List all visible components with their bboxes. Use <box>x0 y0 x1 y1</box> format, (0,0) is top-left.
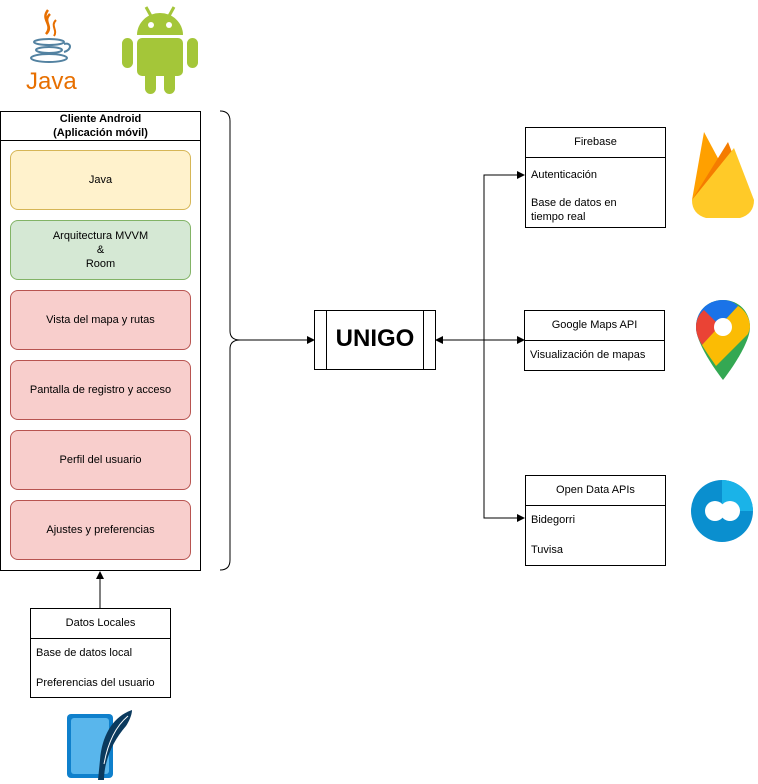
open-data-item: Bidegorri <box>531 514 576 526</box>
java-logo-icon: Java <box>24 6 78 96</box>
open-data-item: Tuvisa <box>531 544 563 556</box>
module-settings: Ajustes y preferencias <box>10 500 191 560</box>
firebase-divider <box>525 157 666 158</box>
module-user-profile: Perfil del usuario <box>10 430 191 490</box>
android-client-title: Cliente Android (Aplicación móvil) <box>0 112 201 140</box>
firebase-logo-icon <box>690 128 756 220</box>
arrow-unigo-opendata <box>483 340 525 522</box>
module-map-routes: Vista del mapa y rutas <box>10 290 191 350</box>
unigo-left-bar <box>326 310 327 370</box>
android-client-title-line2: (Aplicación móvil) <box>53 127 148 139</box>
firebase-item: Autenticación <box>531 169 598 181</box>
open-data-logo-icon <box>690 480 754 542</box>
unigo-right-bar <box>423 310 424 370</box>
local-data-box <box>30 608 171 698</box>
open-data-divider <box>525 505 666 506</box>
google-maps-divider <box>524 340 665 341</box>
module-login-register: Pantalla de registro y acceso <box>10 360 191 420</box>
unigo-label: UNIGO <box>335 325 415 352</box>
firebase-box <box>525 127 666 228</box>
sqlite-logo-icon <box>64 708 136 782</box>
module-mvvm-room: Arquitectura MVVM & Room <box>10 220 191 280</box>
unigo-box <box>314 310 436 370</box>
firebase-title: Firebase <box>574 136 617 148</box>
google-maps-title: Google Maps API <box>551 319 638 331</box>
module-java: Java <box>10 150 191 210</box>
local-data-title: Datos Locales <box>65 617 136 629</box>
android-logo-icon <box>120 3 200 95</box>
local-data-item: Preferencias del usuario <box>36 677 155 689</box>
arrow-unigo-firebase <box>483 171 525 340</box>
firebase-item: Base de datos en tiempo real <box>531 197 617 223</box>
android-client-divider <box>0 140 201 141</box>
android-client-title-line1: Cliente Android <box>59 113 142 125</box>
open-data-title: Open Data APIs <box>556 484 635 496</box>
local-data-item: Base de datos local <box>36 647 133 659</box>
google-maps-item: Visualización de mapas <box>530 349 646 361</box>
open-data-box <box>525 475 666 566</box>
local-data-divider <box>30 638 171 639</box>
google-maps-logo-icon <box>694 298 752 382</box>
java-logo-text: Java <box>26 68 77 95</box>
grouping-brace <box>219 110 241 571</box>
